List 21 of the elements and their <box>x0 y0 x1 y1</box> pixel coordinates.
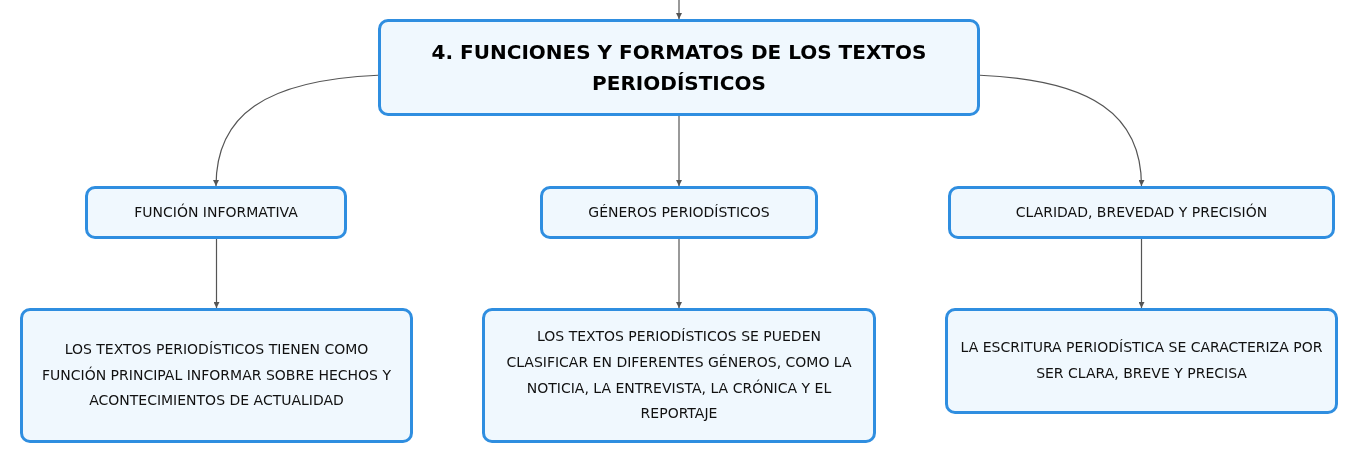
arrow <box>979 74 1145 187</box>
topic-text: LOS TEXTOS PERIODÍSTICOS TIENEN COMO FUNCIÓN PRINCIPAL INFORMAR SOBRE HECHOS Y ACONTECIMIENTOS DE ACTUALIDAD <box>41 339 392 411</box>
arrow <box>676 238 682 309</box>
arrow <box>213 238 220 309</box>
topic-text: GÉNEROS PERIODÍSTICOS <box>588 202 770 222</box>
subtopic-box <box>482 308 876 443</box>
arrow <box>676 115 682 187</box>
topic-text: CLARIDAD, BREVEDAD Y PRECISIÓN <box>1015 202 1268 222</box>
topic-text: FUNCIÓN INFORMATIVA <box>134 202 298 222</box>
topic-text: LA ESCRITURA PERIODÍSTICA SE CARACTERIZA POR SER CLARA, BREVE Y PRECISA <box>960 338 1323 383</box>
arrow <box>213 74 379 187</box>
subtopic-box <box>85 186 347 239</box>
subtopic-box <box>948 186 1335 239</box>
arrow <box>1138 238 1145 309</box>
subtopic-box <box>540 186 818 239</box>
subtopic-box <box>945 308 1338 414</box>
topic-box <box>378 19 980 116</box>
topic-title: 4. FUNCIONES Y FORMATOS DE LOS TEXTOS PERIODÍSTICOS <box>430 38 928 97</box>
subtopic-box <box>20 308 413 443</box>
arrow <box>676 0 682 20</box>
topic-text: LOS TEXTOS PERIODÍSTICOS SE PUEDEN CLASIFICAR EN DIFERENTES GÉNEROS, COMO LA NOTICIA, LA ENTREVISTA, LA CRÓNICA Y EL REPORTAJE <box>505 326 853 424</box>
